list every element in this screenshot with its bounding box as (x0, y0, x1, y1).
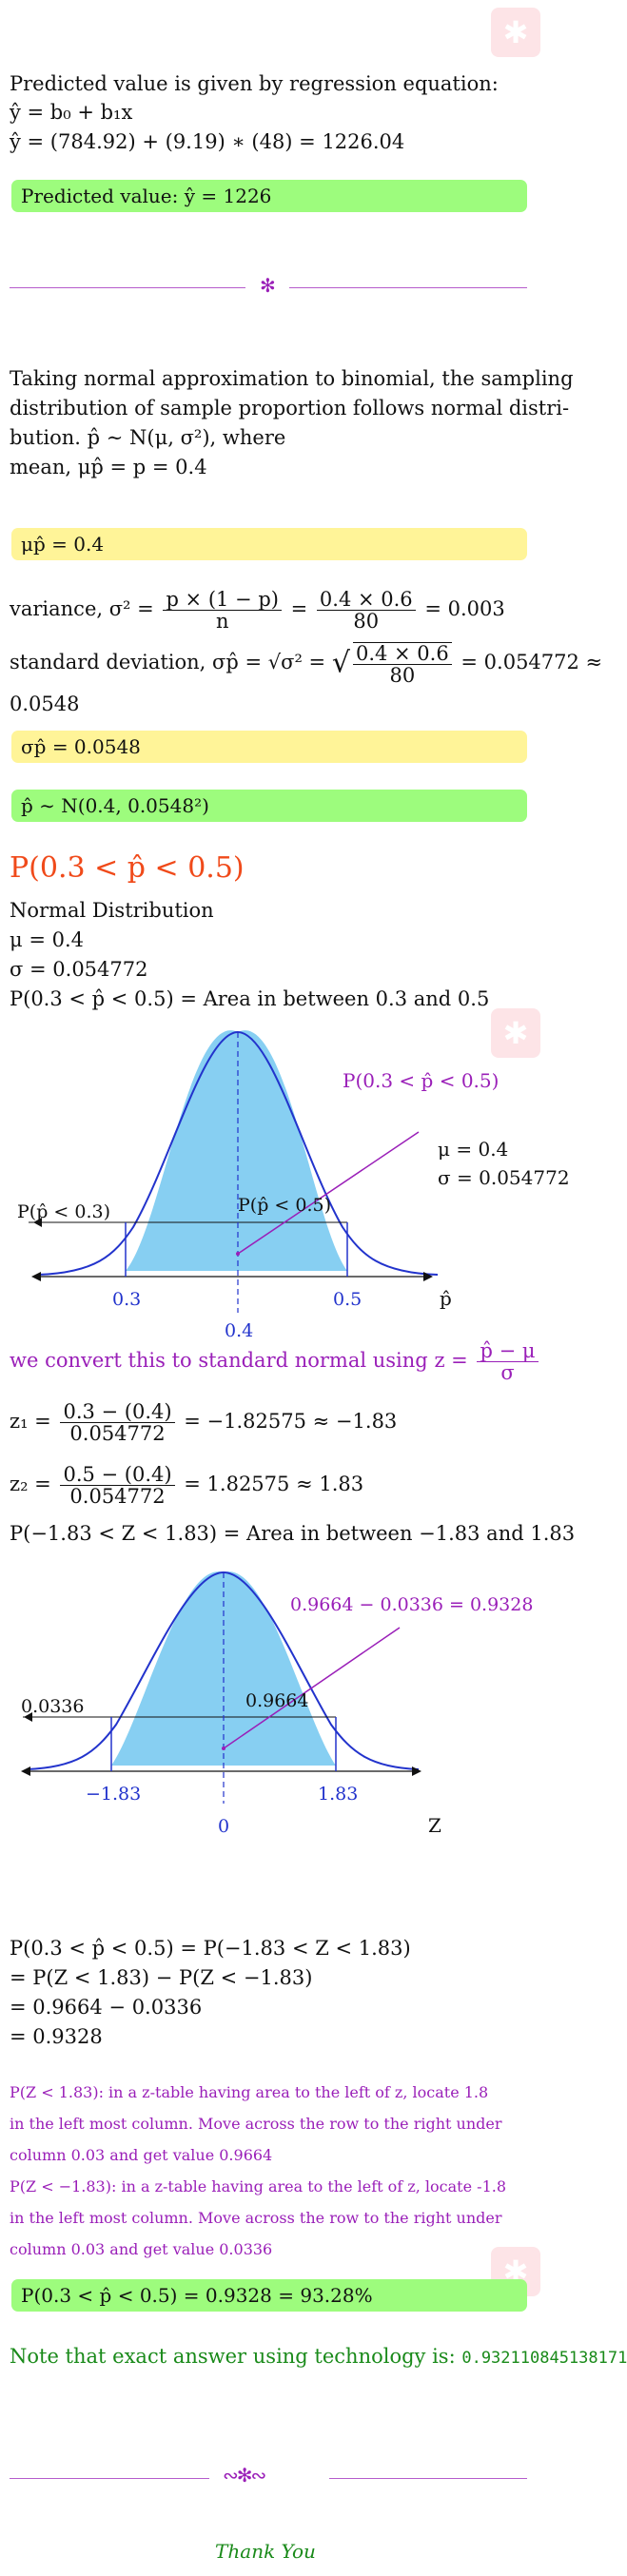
note-2-line-3: column 0.03 and get value 0.0336 (10, 2240, 273, 2258)
normal-curve-graph-1: P(0.3 < p̂ < 0.5) μ = 0.4 σ = 0.054772 P… (17, 1030, 570, 1341)
normal-distribution-label: Normal Distribution (10, 899, 214, 922)
sd-formula: standard deviation, σp̂ = √σ² = √0.4 × 0… (10, 641, 603, 687)
tick-label-right: 1.83 (318, 1784, 358, 1805)
problem-heading: P(0.3 < p̂ < 0.5) (10, 851, 245, 885)
center-area-label: 0.9664 (245, 1690, 308, 1711)
x-axis-arrow-right-icon (412, 1766, 421, 1776)
z1-formula: z₁ = 0.3 − (0.4)0.054772 = −1.82575 ≈ −1… (10, 1400, 398, 1445)
predicted-value-box: Predicted value: ŷ = 1226 (11, 180, 527, 212)
z-area-statement: P(−1.83 < Z < 1.83) = Area in between −1… (10, 1522, 576, 1545)
sampling-mean: mean, μp̂ = p = 0.4 (10, 456, 207, 478)
left-tail-label: P(p̂ < 0.3) (17, 1201, 110, 1222)
left-tail-label: 0.0336 (21, 1696, 84, 1717)
callout-line (223, 1627, 401, 1749)
footer-divider-line-right (329, 2478, 527, 2479)
final-answer-box: P(0.3 < p̂ < 0.5) = 0.9328 = 93.28% (11, 2279, 527, 2312)
normal-curve-graph-2: 0.9664 − 0.0336 = 0.9328 0.0336 0.9664 −… (21, 1571, 533, 1837)
sd-box: σp̂ = 0.0548 (11, 731, 527, 763)
sigma-value: σ = 0.054772 (10, 958, 148, 981)
tick-label-mean: 0 (218, 1816, 229, 1837)
tick-label-left: −1.83 (86, 1784, 141, 1805)
calc-line-1: P(0.3 < p̂ < 0.5) = P(−1.83 < Z < 1.83) (10, 1937, 411, 1960)
footer-divider-line-left (10, 2478, 209, 2479)
standardize-text: we convert this to standard normal using… (10, 1332, 541, 1389)
left-arrow-icon (24, 1712, 32, 1722)
mu-value: μ = 0.4 (10, 928, 84, 951)
sampling-text-1: Taking normal approximation to binomial,… (10, 367, 574, 390)
calc-line-3: = 0.9664 − 0.0336 (10, 1996, 203, 2019)
section-divider-line-right (289, 287, 527, 288)
divider-ornament-icon: ✻ (260, 274, 276, 297)
callout-dot (236, 1252, 240, 1256)
section-divider-line-left (10, 287, 245, 288)
note-2-line-2: in the left most column. Move across the… (10, 2209, 502, 2227)
z2-formula: z₂ = 0.5 − (0.4)0.054772 = 1.82575 ≈ 1.8… (10, 1463, 364, 1508)
mu-label: μ = 0.4 (438, 1138, 508, 1161)
distribution-box: p̂ ∼ N(0.4, 0.0548²) (11, 790, 527, 822)
calc-line-2: = P(Z < 1.83) − P(Z < −1.83) (10, 1966, 313, 1989)
calc-line-4: = 0.9328 (10, 2025, 103, 2048)
thank-you-text: Thank You (215, 2540, 316, 2563)
tick-label-mean: 0.4 (225, 1320, 253, 1341)
note-1-line-1: P(Z < 1.83): in a z-table having area to… (10, 2083, 489, 2101)
x-axis-arrow-right-icon (423, 1272, 433, 1281)
axis-label: Z (428, 1814, 441, 1837)
area-statement: P(0.3 < p̂ < 0.5) = Area in between 0.3 … (10, 987, 490, 1010)
x-axis-arrow-left-icon (21, 1766, 30, 1776)
callout-label: P(0.3 < p̂ < 0.5) (343, 1069, 499, 1092)
axis-label: p̂ (440, 1287, 452, 1310)
tick-label-right: 0.5 (333, 1289, 362, 1310)
logo-watermark-mid: ✱ (491, 1008, 540, 1058)
note-1-line-2: in the left most column. Move across the… (10, 2115, 502, 2133)
sampling-text-2: distribution of sample proportion follow… (10, 397, 570, 420)
regression-calculation: ŷ = (784.92) + (9.19) ∗ (48) = 1226.04 (10, 130, 405, 153)
x-axis-arrow-left-icon (31, 1272, 41, 1281)
technology-value: 0.932110845138171 (461, 2349, 627, 2368)
tick-label-left: 0.3 (112, 1289, 141, 1310)
regression-intro: Predicted value is given by regression e… (10, 72, 499, 95)
note-2-line-1: P(Z < −1.83): in a z-table having area t… (10, 2177, 507, 2195)
mean-box: μp̂ = 0.4 (11, 528, 527, 560)
right-area-label: P(p̂ < 0.5) (238, 1195, 331, 1216)
callout-label: 0.9664 − 0.0336 = 0.9328 (290, 1594, 533, 1615)
callout-line (237, 1131, 420, 1255)
shaded-area (126, 1030, 347, 1271)
callout-dot (222, 1747, 225, 1750)
sd-continued: 0.0548 (10, 693, 80, 715)
footer-ornament-icon: ∾✻∾ (223, 2464, 266, 2487)
sampling-text-3: bution. p̂ ∼ N(μ, σ²), where (10, 426, 286, 449)
note-1-line-3: column 0.03 and get value 0.9664 (10, 2146, 273, 2164)
left-arrow-icon (33, 1218, 42, 1227)
regression-equation: ŷ = b₀ + b₁x (10, 101, 133, 124)
sigma-label: σ = 0.054772 (438, 1166, 570, 1189)
logo-watermark-top: ✱ (491, 8, 540, 57)
technology-note: Note that exact answer using technology … (10, 2345, 627, 2368)
